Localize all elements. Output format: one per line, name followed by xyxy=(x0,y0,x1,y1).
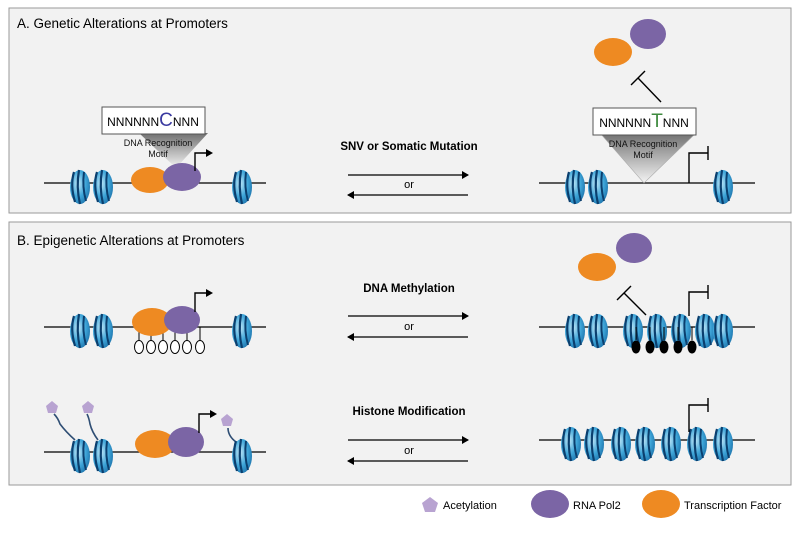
or-label: or xyxy=(404,445,414,457)
methylated-cpg xyxy=(673,340,683,354)
panel-a-title: A. Genetic Alterations at Promoters xyxy=(17,16,228,31)
nucleosome xyxy=(693,312,717,350)
rna-pol2 xyxy=(168,427,204,457)
nucleosome xyxy=(230,168,254,206)
nucleosome xyxy=(711,312,735,350)
methylated-cpg xyxy=(631,340,641,354)
nucleosome xyxy=(685,425,709,463)
inhibition-line xyxy=(623,292,647,316)
motif-sequence: NNNNNNCNNN xyxy=(107,110,199,131)
acetylation-mark xyxy=(46,401,58,413)
nucleosome xyxy=(582,425,606,463)
legend-rna-pol2-label: RNA Pol2 xyxy=(573,500,621,512)
nucleosome xyxy=(230,312,254,350)
nucleosome xyxy=(711,168,735,206)
nucleosome xyxy=(68,168,92,206)
rna-pol2 xyxy=(163,163,201,191)
panel-a-arrow-label: SNV or Somatic Mutation xyxy=(340,141,477,153)
motif-label: Motif xyxy=(148,149,168,159)
methylated-cpg-group xyxy=(631,327,697,354)
motif-label: DNA Recognition xyxy=(609,139,678,149)
tss-arrow xyxy=(194,152,209,171)
orange-ellipse-icon xyxy=(642,490,680,518)
motif-box xyxy=(101,106,206,135)
motif-label: Motif xyxy=(633,150,653,160)
unmethylated-cpg xyxy=(134,340,144,354)
nucleosome xyxy=(633,425,657,463)
nucleosome xyxy=(659,425,683,463)
nucleosome xyxy=(609,425,633,463)
nucleosome xyxy=(230,437,254,475)
nucleosome xyxy=(559,425,583,463)
methylated-cpg xyxy=(659,340,669,354)
unmethylated-cpg xyxy=(182,340,192,354)
dna-methylation-label: DNA Methylation xyxy=(363,283,455,295)
panel-b-title: B. Epigenetic Alterations at Promoters xyxy=(17,233,245,248)
unmethylated-cpg xyxy=(158,340,168,354)
transcription-factor xyxy=(578,253,616,281)
legend-transcription-factor-label: Transcription Factor xyxy=(684,500,782,512)
rna-pol2 xyxy=(616,233,652,263)
unmethylated-cpg xyxy=(146,340,156,354)
nucleosome xyxy=(563,168,587,206)
or-label: or xyxy=(404,321,414,333)
nucleosome xyxy=(68,437,92,475)
nucleosome xyxy=(91,312,115,350)
transcription-factor xyxy=(135,430,175,458)
rna-pol2 xyxy=(164,306,200,334)
unmethylated-cpg xyxy=(170,340,180,354)
or-label: or xyxy=(404,179,414,191)
blocked-tss xyxy=(688,152,708,183)
motif-label: DNA Recognition xyxy=(124,138,193,148)
nucleosome xyxy=(586,312,610,350)
legend-acetylation-label: Acetylation xyxy=(443,500,497,512)
unmethylated-cpg xyxy=(195,340,205,354)
tss-arrow xyxy=(198,413,213,433)
pentagon-icon xyxy=(422,497,438,512)
methylated-cpg xyxy=(687,340,697,354)
transcription-factor xyxy=(132,308,172,336)
rna-pol2 xyxy=(630,19,666,49)
nucleosome xyxy=(68,312,92,350)
methylated-cpg xyxy=(645,340,655,354)
motif-box xyxy=(592,107,697,136)
nucleosome xyxy=(711,425,735,463)
nucleosome xyxy=(563,312,587,350)
motif-callout xyxy=(139,133,208,168)
legend: Acetylation RNA Pol2 Transcription Facto… xyxy=(422,490,782,518)
histone-tail xyxy=(53,413,76,441)
acetylation-mark xyxy=(82,401,94,413)
inhibition-line xyxy=(637,77,662,103)
nucleosome xyxy=(586,168,610,206)
acetylation-mark xyxy=(221,414,233,426)
purple-ellipse-icon xyxy=(531,490,569,518)
histone-modification-label: Histone Modification xyxy=(352,406,465,418)
transcription-factor xyxy=(594,38,632,66)
nucleosome xyxy=(91,437,115,475)
nucleosome xyxy=(91,168,115,206)
tss-arrow xyxy=(194,292,209,312)
blocked-tss xyxy=(688,404,708,432)
blocked-tss xyxy=(688,291,708,316)
histone-tail xyxy=(86,413,99,441)
histone-tail xyxy=(227,427,237,443)
motif-sequence: NNNNNNTNNN xyxy=(599,111,689,132)
transcription-factor xyxy=(131,167,169,193)
